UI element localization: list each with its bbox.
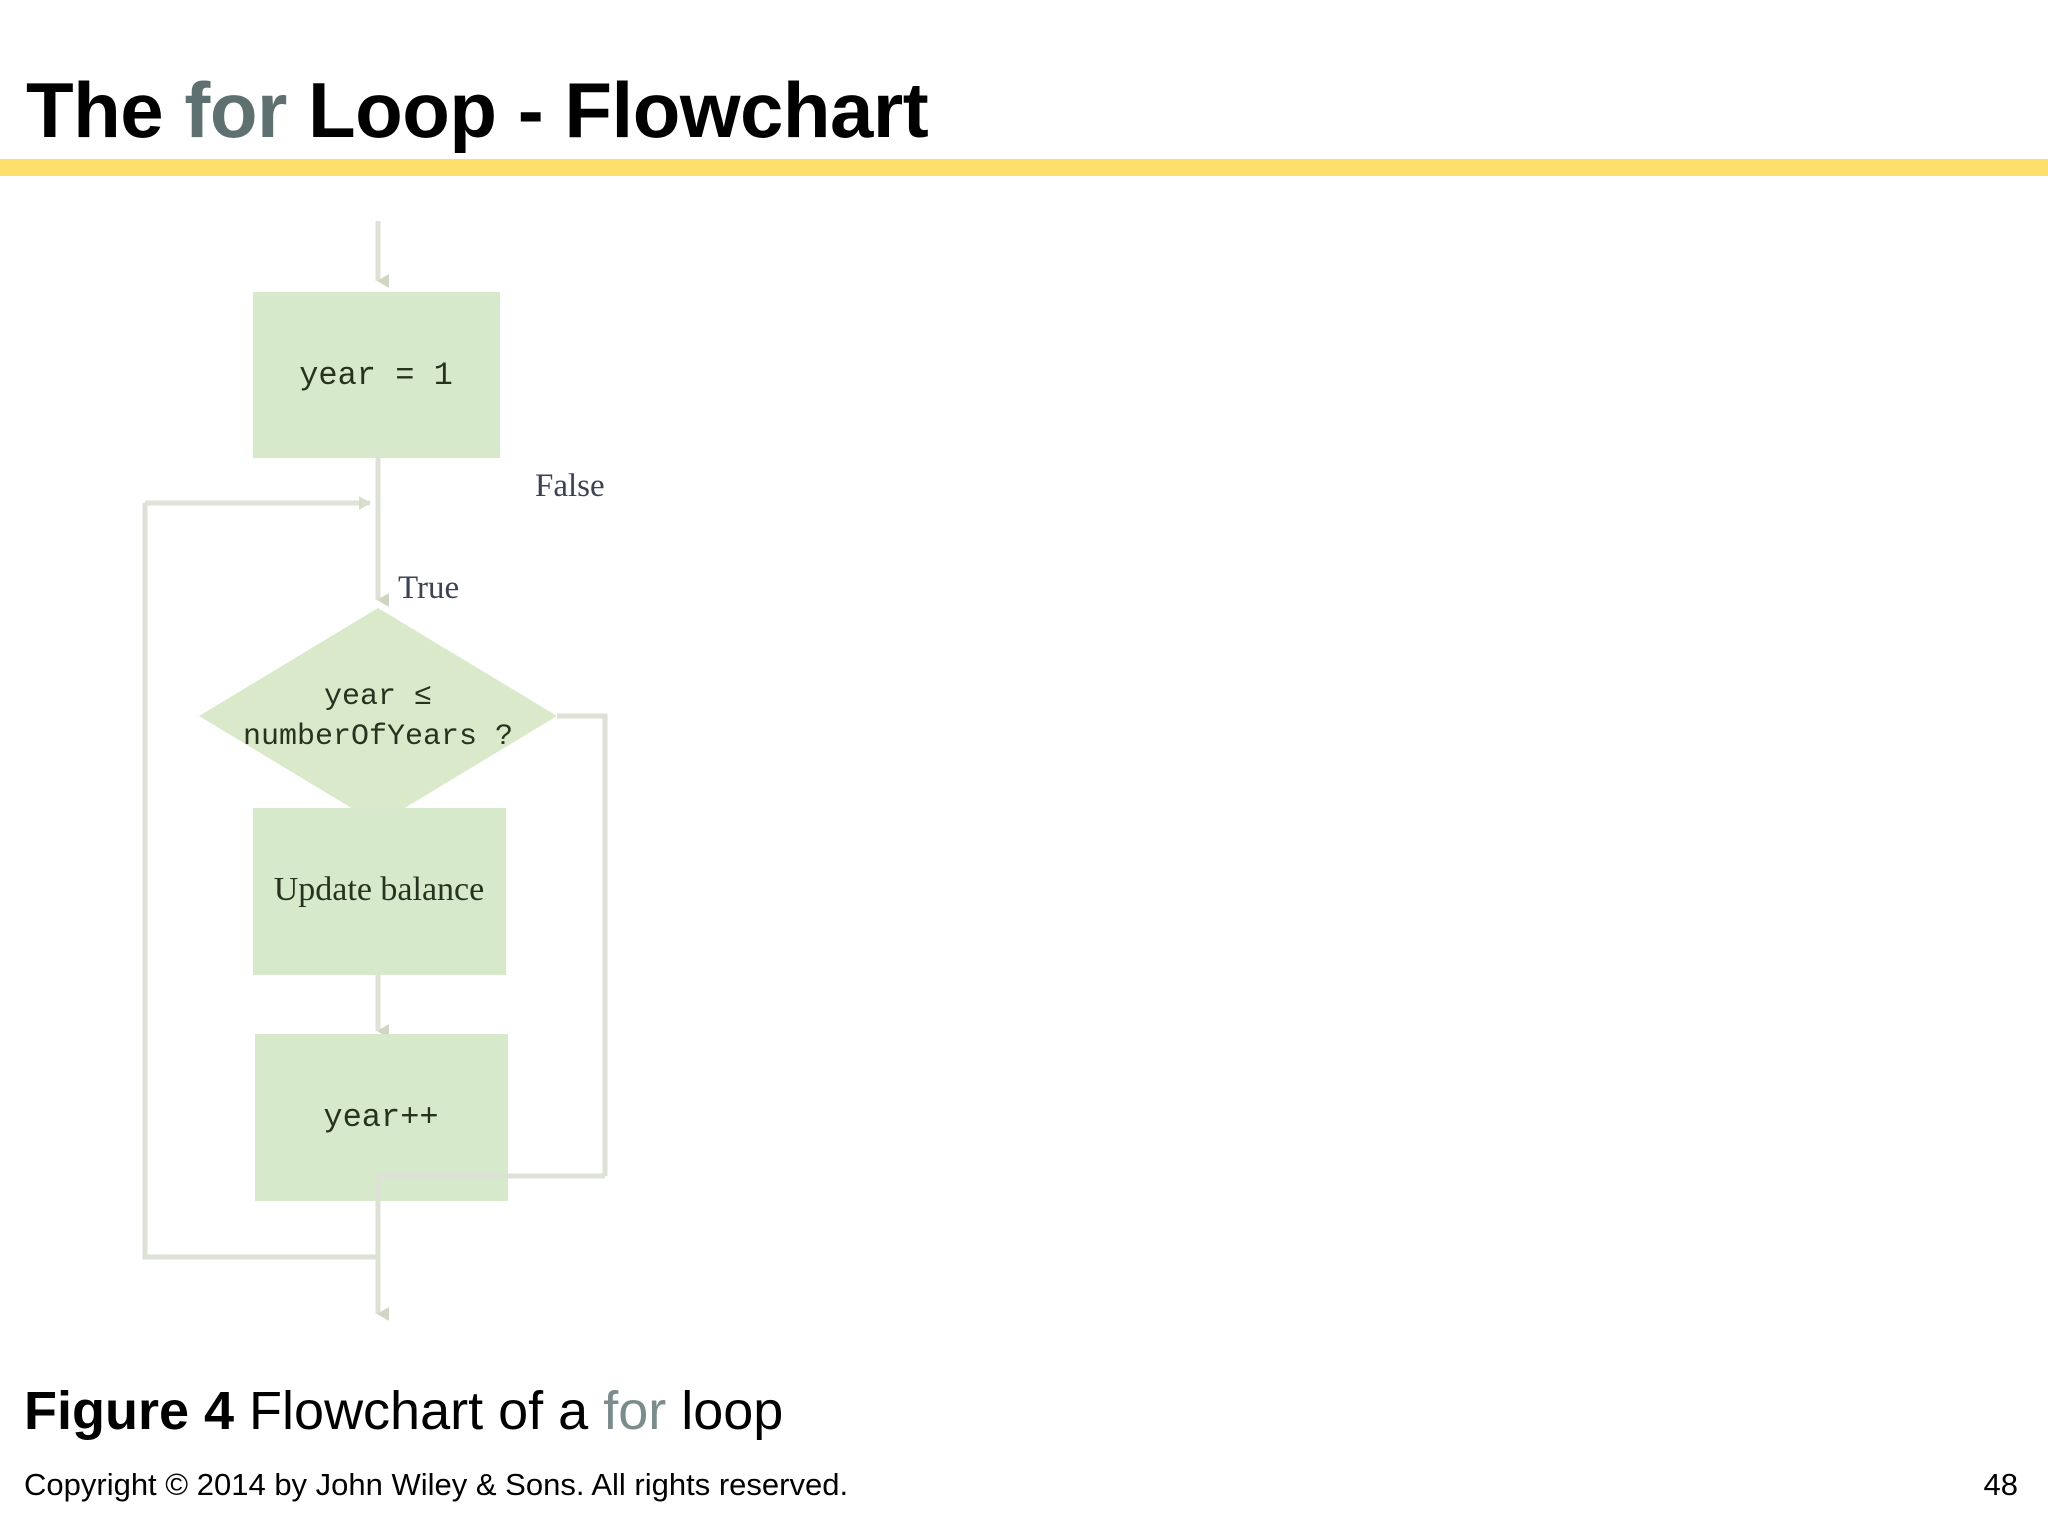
- page-title: The for Loop - Flowchart: [26, 66, 929, 155]
- node-test-label-line2: numberOfYears ?: [243, 720, 513, 754]
- title-divider-rule: [0, 159, 2048, 176]
- edge-label-false: False: [535, 468, 605, 504]
- copyright-notice: Copyright © 2014 by John Wiley & Sons. A…: [24, 1467, 849, 1502]
- node-init-label: year = 1: [299, 357, 453, 394]
- node-test-diamond: [199, 608, 557, 824]
- node-body-rect: [253, 808, 506, 975]
- figure-caption-text-before: Flowchart of a: [234, 1381, 604, 1441]
- page-title-prefix: The: [26, 66, 185, 155]
- edge-label-true: True: [398, 570, 459, 606]
- figure-caption-keyword: for: [603, 1381, 667, 1441]
- figure-caption-label: Figure 4: [24, 1381, 235, 1441]
- page-title-keyword: for: [184, 66, 287, 155]
- page-title-suffix: Loop - Flowchart: [286, 66, 929, 155]
- node-test-label-line1: year ≤: [324, 680, 432, 714]
- node-increment-rect: [255, 1034, 508, 1201]
- connector-false-branch: [557, 713, 608, 1176]
- node-init-rect: [253, 292, 500, 458]
- for-loop-flowchart: year = 1 year ≤ numberOfYears ? False Tr…: [0, 176, 900, 1356]
- page-number: 48: [1983, 1467, 2018, 1502]
- node-increment-label: year++: [323, 1099, 438, 1136]
- node-body-label: Update balance: [274, 871, 485, 908]
- connector-exit-path: [375, 1173, 605, 1321]
- figure-caption: Figure 4 Flowchart of a for loop: [24, 1381, 784, 1441]
- figure-caption-text-after: loop: [666, 1381, 784, 1441]
